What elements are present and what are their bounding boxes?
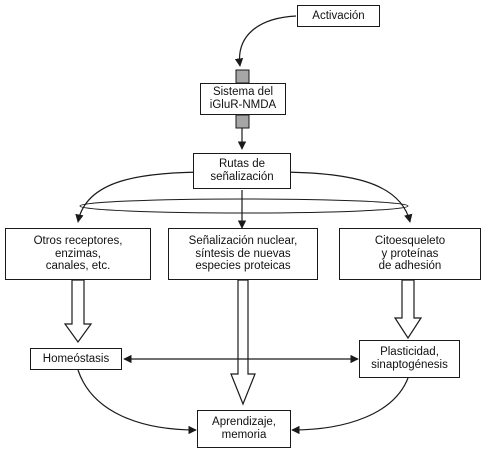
node-plasticidad: Plasticidad, sinaptogénesis (359, 340, 460, 378)
node-nuclear-line-3: especies proteicas (195, 260, 291, 273)
receptor-block-bottom (235, 114, 250, 129)
node-plasticidad-line-1: Plasticidad, (380, 346, 439, 359)
block-arrow-nuclear-to-aprendizaje (231, 280, 255, 404)
node-otros-receptores: Otros receptores, enzimas, canales, etc. (5, 228, 151, 280)
node-sistema-line-2: iGluR-NMDA (209, 99, 277, 111)
node-citoesqueleto: Citoesqueleto y proteínas de adhesión (339, 228, 481, 280)
node-rutas-senalizacion: Rutas de señalización (193, 153, 291, 189)
node-sistema-line-1: Sistema del (212, 86, 274, 99)
bidirectional-ellipse (80, 199, 408, 213)
node-nuclear-line-2: síntesis de nuevas (195, 247, 291, 260)
block-arrow-citoesqueleto-to-plasticidad (395, 280, 421, 338)
node-rutas-line-1: Rutas de (218, 158, 265, 171)
node-homeostasis-line-1: Homeóstasis (42, 352, 110, 365)
arrow-rutas-to-citoesqueleto (274, 172, 413, 223)
node-plasticidad-line-2: sinaptogénesis (371, 359, 448, 371)
node-rutas-line-2: señalización (210, 171, 274, 183)
node-nuclear-line-1: Señalización nuclear, (188, 234, 298, 247)
receptor-block-top (235, 69, 250, 84)
node-citoesqueleto-line-2: y proteínas (381, 247, 439, 260)
arrow-homeostasis-to-aprendizaje (78, 370, 197, 435)
arrow-activacion-to-sistema (234, 16, 296, 67)
node-aprendizaje-line-2: memoria (221, 429, 267, 441)
node-citoesqueleto-line-1: Citoesqueleto (374, 234, 446, 247)
node-otros-line-2: enzimas, (54, 247, 102, 260)
node-homeostasis: Homeóstasis (30, 348, 122, 370)
block-arrow-otros-to-homeostasis (65, 280, 91, 342)
node-aprendizaje-line-1: Aprendizaje, (212, 416, 276, 429)
node-otros-line-3: canales, etc. (45, 260, 111, 273)
node-senalizacion-nuclear: Señalización nuclear, síntesis de nuevas… (168, 228, 318, 280)
arrow-rutas-to-otros (75, 172, 210, 223)
node-sistema-igluR-nmda: Sistema del iGluR-NMDA (200, 83, 286, 115)
node-otros-line-1: Otros receptores, (33, 234, 123, 247)
node-activacion: Activación (297, 5, 380, 27)
node-citoesqueleto-line-3: de adhesión (378, 260, 442, 273)
arrow-plasticidad-to-aprendizaje (291, 378, 408, 435)
node-activacion-line-1: Activación (312, 9, 365, 22)
node-aprendizaje: Aprendizaje, memoria (197, 410, 291, 448)
